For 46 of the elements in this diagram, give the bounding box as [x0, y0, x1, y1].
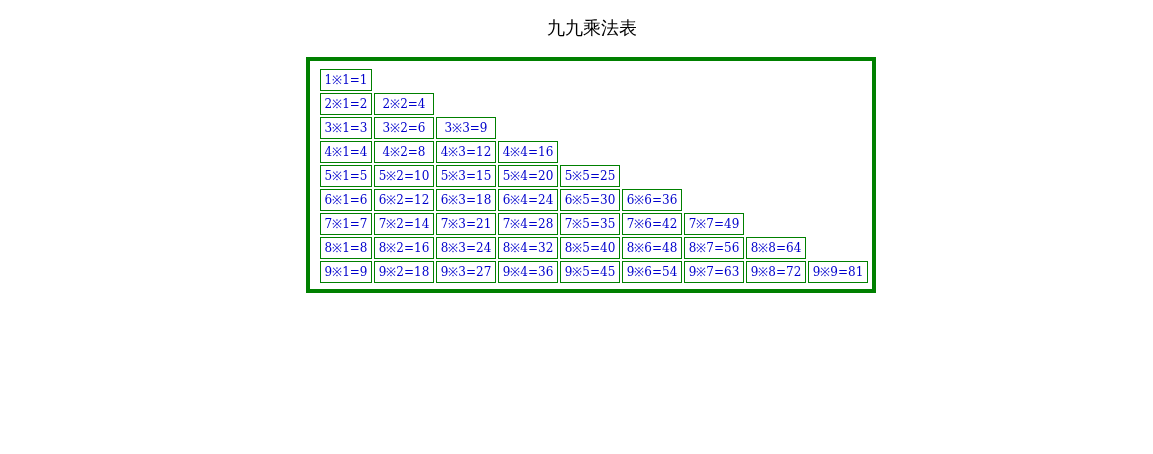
table-cell: 2※2=4	[374, 93, 434, 115]
table-cell: 5※1=5	[320, 165, 372, 187]
table-cell: 4※3=12	[436, 141, 496, 163]
table-cell: 4※2=8	[374, 141, 434, 163]
table-cell: 9※3=27	[436, 261, 496, 283]
table-cell: 6※1=6	[320, 189, 372, 211]
table-cell: 4※4=16	[498, 141, 558, 163]
table-cell: 4※1=4	[320, 141, 372, 163]
table-cell: 3※2=6	[374, 117, 434, 139]
table-cell: 8※6=48	[622, 237, 682, 259]
table-cell: 7※1=7	[320, 213, 372, 235]
table-cell: 7※3=21	[436, 213, 496, 235]
table-cell: 5※3=15	[436, 165, 496, 187]
table-cell: 9※2=18	[374, 261, 434, 283]
table-cell: 6※3=18	[436, 189, 496, 211]
table-cell: 3※1=3	[320, 117, 372, 139]
table-cell: 9※4=36	[498, 261, 558, 283]
table-cell: 2※1=2	[320, 93, 372, 115]
table-cell: 8※5=40	[560, 237, 620, 259]
table-cell: 8※8=64	[746, 237, 806, 259]
table-cell: 8※1=8	[320, 237, 372, 259]
table-cell: 6※4=24	[498, 189, 558, 211]
table-cell: 9※1=9	[320, 261, 372, 283]
table-cell: 8※4=32	[498, 237, 558, 259]
table-cell: 5※4=20	[498, 165, 558, 187]
table-cell: 7※4=28	[498, 213, 558, 235]
table-cell: 7※7=49	[684, 213, 744, 235]
table-cell: 9※9=81	[808, 261, 868, 283]
table-cell: 1※1=1	[320, 69, 372, 91]
table-cell: 6※5=30	[560, 189, 620, 211]
table-cell: 9※8=72	[746, 261, 806, 283]
table-cell: 9※7=63	[684, 261, 744, 283]
table-cell: 7※5=35	[560, 213, 620, 235]
table-cell: 9※6=54	[622, 261, 682, 283]
table-cell: 9※5=45	[560, 261, 620, 283]
table-cell: 8※7=56	[684, 237, 744, 259]
table-cell: 5※5=25	[560, 165, 620, 187]
table-cell: 6※6=36	[622, 189, 682, 211]
table-title: 九九乘法表	[545, 16, 638, 40]
table-cell: 3※3=9	[436, 117, 496, 139]
table-cell: 7※2=14	[374, 213, 434, 235]
table-cell: 5※2=10	[374, 165, 434, 187]
table-cell: 8※3=24	[436, 237, 496, 259]
table-cell: 7※6=42	[622, 213, 682, 235]
table-cell: 6※2=12	[374, 189, 434, 211]
table-cell: 8※2=16	[374, 237, 434, 259]
